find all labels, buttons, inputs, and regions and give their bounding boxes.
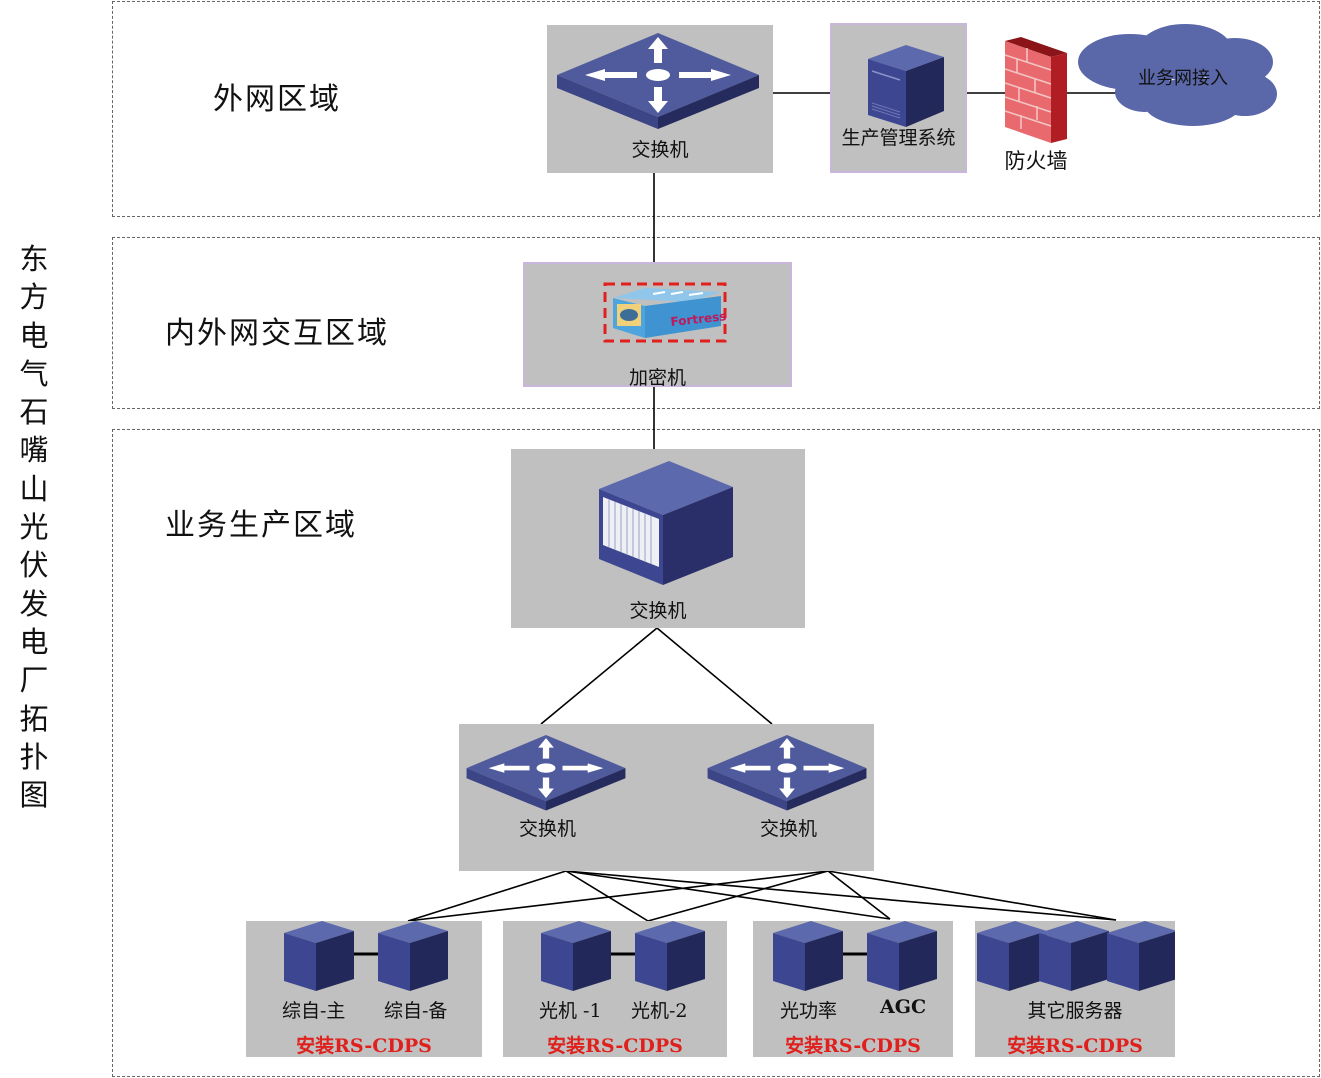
outer-switch-label: 交换机 [631,139,689,161]
link-a2-g4 [827,870,1117,921]
server-icon [378,921,448,991]
zone-outer-network: 外网区域 [112,1,1320,217]
link-a2-g2 [647,870,829,922]
server-group[interactable]: 综自-主 综自-备 安装RS-CDPS [246,921,482,1057]
server-group[interactable]: 光功率 AGC 安装RS-CDPS [753,921,953,1057]
link-core-access-right [656,627,773,725]
access-switch-node[interactable]: 交换机 [706,732,871,842]
server-icon [773,921,843,991]
server-group[interactable]: 光机 -1 光机-2 安装RS-CDPS [503,921,727,1057]
server-icon [635,921,705,991]
server-pair-icon [284,921,448,991]
encryptor-node[interactable]: Fortress 加密机 [523,262,792,389]
server-label: 其它服务器 [1027,1000,1123,1022]
mgmt-system-label: 生产管理系统 [841,127,956,149]
server-icon [977,921,1047,991]
firewall-node[interactable]: 防火墙 [1005,37,1068,187]
zone-interaction-label: 内外网交互区域 [165,316,389,351]
cloud-node[interactable]: 业务网接入 [1075,22,1280,127]
link-a2-g1 [407,870,829,922]
link-a1-g1 [407,870,567,922]
server-pair-icon [541,921,705,991]
server-icon [1039,921,1109,991]
access-switch-node[interactable]: 交换机 [465,732,630,842]
title-char: 电 [19,624,49,659]
zone-production: 业务生产区域 [112,429,1320,1077]
link-a1-g4 [565,870,1117,921]
link-a1-g2 [565,870,649,922]
server-pair-icon [773,921,937,991]
cloud-label: 业务网接入 [1138,68,1228,89]
encryptor-label: 加密机 [628,367,686,389]
title-char: 发 [19,586,49,621]
title-char: 嘴 [19,433,49,468]
access-switch-label: 交换机 [759,818,817,840]
access-switch-group: 交换机 交换机 [459,724,874,871]
install-note: 安装RS-CDPS [1007,1035,1143,1057]
server-label: 光功率 [780,1000,838,1022]
server-label: 光机-2 [631,1000,688,1022]
access-switch-label: 交换机 [518,818,576,840]
link-a2-g3 [827,870,891,920]
server-icon [541,921,611,991]
zone-production-label: 业务生产区域 [165,508,357,543]
server-group[interactable]: 其它服务器 安装RS-CDPS [975,921,1175,1057]
zone-interaction: 内外网交互区域 [112,237,1320,409]
server-label: 光机 -1 [539,1000,602,1022]
outer-switch-node[interactable]: 交换机 [547,25,773,173]
core-switch-label: 交换机 [629,600,687,622]
core-switch-node[interactable]: 交换机 [511,449,805,628]
title-char: 拓 [19,701,49,736]
title-char: 扑 [19,739,49,774]
server-icon [1107,921,1175,991]
title-char: 电 [19,318,49,353]
server-tower-icon [868,45,944,127]
title-char: 气 [19,356,49,391]
title-char: 光 [19,510,49,545]
server-icon [284,921,354,991]
server-trio-icon [977,921,1175,991]
title-char: 东 [19,242,49,276]
install-note: 安装RS-CDPS [547,1035,683,1057]
title-char: 方 [19,280,49,315]
encryptor-icon: Fortress [603,282,727,343]
title-char: 伏 [19,548,49,583]
switch-icon [707,735,867,811]
mgmt-system-node[interactable]: 生产管理系统 [830,23,967,173]
link-core-access-left [540,627,658,725]
switch-icon [557,33,759,129]
zone-outer-label: 外网区域 [213,82,341,117]
firewall-label: 防火墙 [1004,149,1068,173]
title-char: 山 [19,471,49,506]
link-a1-g3 [565,870,891,920]
install-note: 安装RS-CDPS [296,1035,432,1057]
firewall-icon [1005,37,1067,143]
server-label: AGC [880,996,927,1018]
switch-icon [466,735,626,811]
server-label: 综自-主 [282,1000,346,1022]
encryptor-brand: Fortress [670,309,727,329]
title-char: 厂 [19,663,49,698]
diagram-title: 东方电气石嘴山光伏发电厂拓扑图 [16,240,52,814]
chassis-switch-icon [599,461,733,585]
title-char: 石 [19,395,49,430]
install-note: 安装RS-CDPS [785,1035,921,1057]
server-icon [867,921,937,991]
cloud-icon [1078,24,1277,126]
title-char: 图 [19,778,49,813]
server-label: 综自-备 [384,1000,448,1022]
